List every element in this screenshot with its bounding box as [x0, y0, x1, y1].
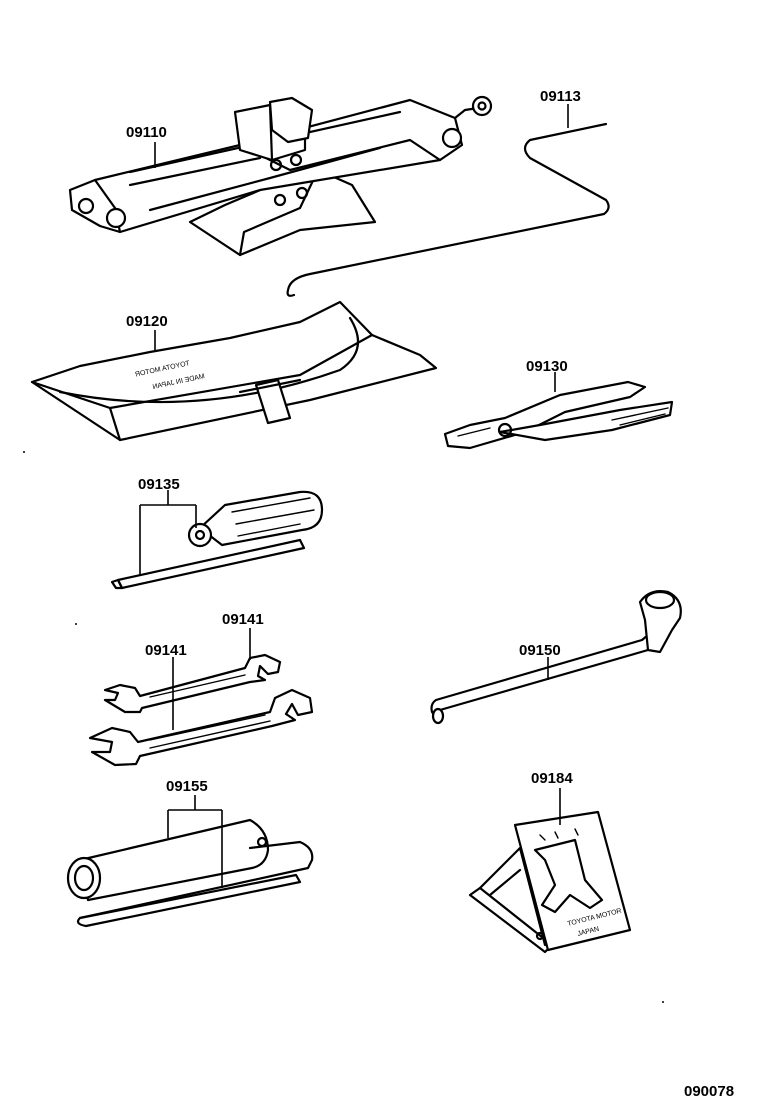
speck-dot: [75, 623, 77, 625]
lug-wrench-drawing: [430, 590, 682, 725]
speck-dot: [23, 451, 25, 453]
label-09150: 09150: [519, 642, 561, 659]
label-09141-lower: 09141: [145, 642, 187, 659]
screwdriver-drawing: [110, 490, 324, 590]
label-09135: 09135: [138, 476, 180, 493]
label-09155: 09155: [166, 778, 208, 795]
wrench-large-drawing: [88, 688, 314, 767]
pliers-drawing: [443, 380, 674, 450]
leader-09135-branches: [139, 504, 197, 575]
wheel-chock-drawing: TOYOTA MOTOR JAPAN: [468, 810, 632, 954]
label-09184: 09184: [531, 770, 573, 787]
label-09120: 09120: [126, 313, 168, 330]
tool-bag-drawing: TOYOTA MOTOR MADE IN JAPAN: [30, 300, 438, 442]
wrench-small-drawing: [103, 653, 282, 714]
label-09141-upper: 09141: [222, 611, 264, 628]
jack-handle-rod: [286, 122, 610, 297]
label-09110: 09110: [126, 124, 167, 141]
figure-code: 090078: [684, 1083, 734, 1100]
leader-09155-branches: [167, 809, 223, 888]
spark-plug-wrench-drawing: [66, 818, 314, 928]
label-09113: 09113: [540, 88, 581, 105]
label-09130: 09130: [526, 358, 568, 375]
speck-dot: [662, 1001, 664, 1003]
scissor-jack-drawing: [68, 95, 493, 257]
